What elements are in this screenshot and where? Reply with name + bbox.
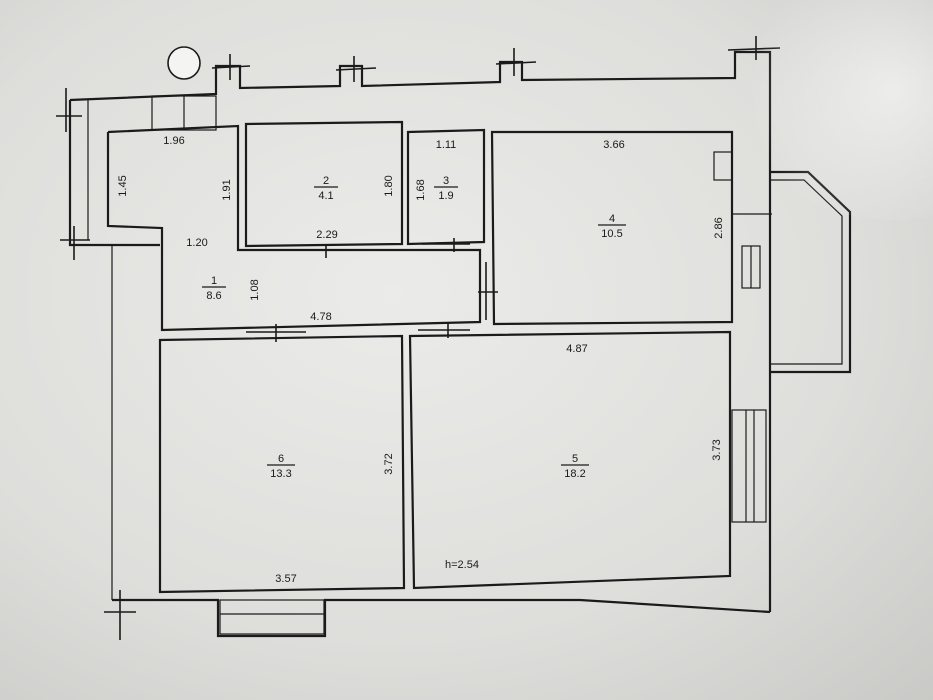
dim-2-86: 2.86 <box>713 217 725 238</box>
dim-1-20: 1.20 <box>186 237 207 249</box>
room-2-area: 4.1 <box>318 190 333 202</box>
room-1-area: 8.6 <box>206 290 221 302</box>
dim-1-45: 1.45 <box>117 175 129 196</box>
wall-ticks <box>56 36 781 640</box>
exterior-walls <box>68 50 772 638</box>
room-5-number: 5 <box>572 453 578 465</box>
dim-1-68: 1.68 <box>415 179 427 200</box>
riser-circle-icon <box>167 46 201 80</box>
windows <box>151 95 767 635</box>
dim-1-11: 1.11 <box>436 139 457 151</box>
dim-3-72: 3.72 <box>383 453 395 474</box>
dim-4-78: 4.78 <box>310 311 331 323</box>
room-5-area: 18.2 <box>564 468 585 480</box>
doors <box>246 238 498 342</box>
dimension-labels: 1.96 1.45 1.91 1.20 1.08 4.78 1.80 2.29 … <box>117 135 725 585</box>
room-outlines <box>106 120 734 594</box>
room-3-number: 3 <box>443 175 449 187</box>
room-4-number: 4 <box>609 213 615 225</box>
dim-1-96: 1.96 <box>163 135 184 147</box>
dim-2-29: 2.29 <box>316 229 337 241</box>
room-2-number: 2 <box>323 175 329 187</box>
dim-3-66: 3.66 <box>603 139 624 151</box>
balcony <box>732 170 852 374</box>
dim-1-80: 1.80 <box>383 175 395 196</box>
room-labels: 1 8.6 2 4.1 3 1.9 4 10.5 5 18.2 6 13.3 <box>202 175 626 480</box>
room-4-area: 10.5 <box>601 228 622 240</box>
dim-3-57: 3.57 <box>275 573 296 585</box>
dim-4-87: 4.87 <box>566 343 587 355</box>
room-3-area: 1.9 <box>438 190 453 202</box>
dim-1-08: 1.08 <box>249 279 261 300</box>
room-6-area: 13.3 <box>270 468 291 480</box>
room-6-number: 6 <box>278 453 284 465</box>
dim-1-91: 1.91 <box>221 179 233 200</box>
room-1-number: 1 <box>211 275 217 287</box>
ceiling-height: h=2.54 <box>445 559 479 571</box>
dim-3-73: 3.73 <box>711 439 723 460</box>
